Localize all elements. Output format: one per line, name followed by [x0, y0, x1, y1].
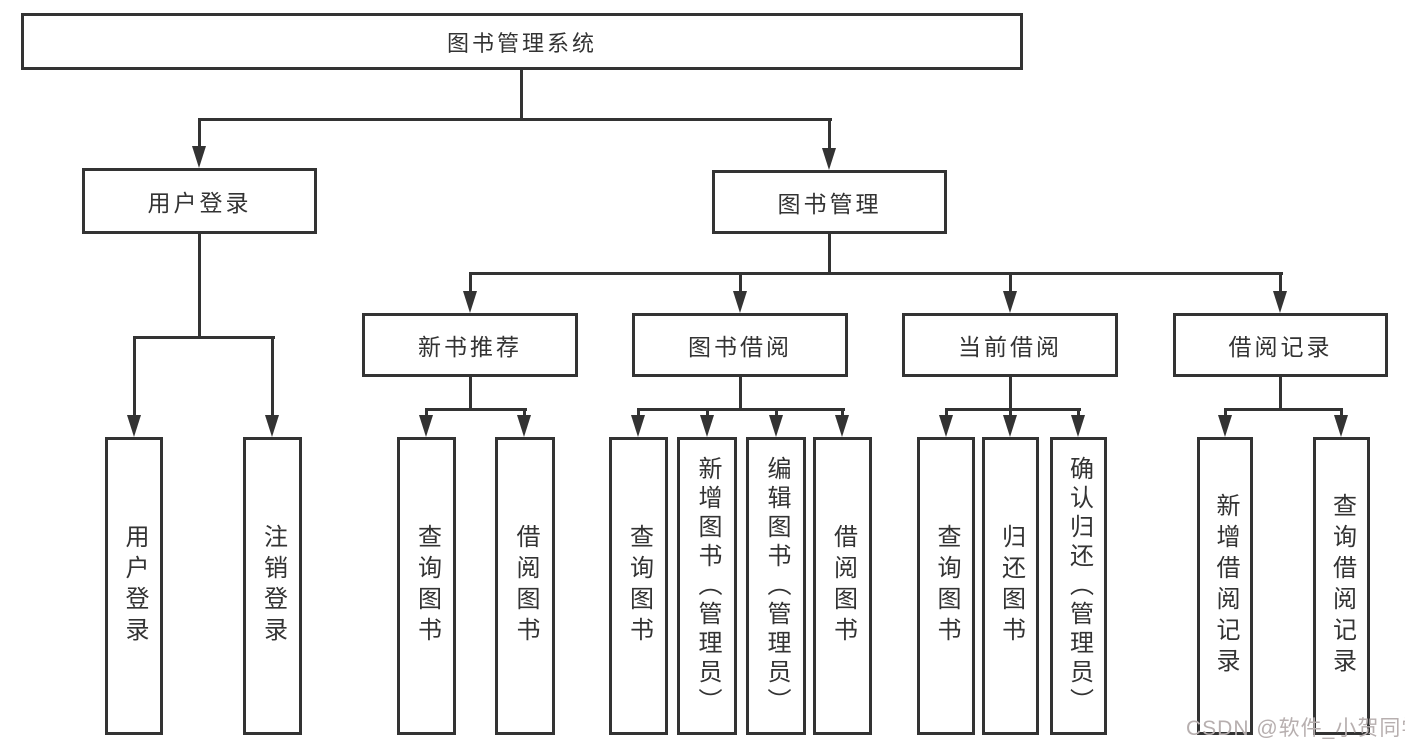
connector-line — [198, 234, 201, 338]
connector-line — [1009, 408, 1012, 418]
node-new-book-recommend: 新书推荐 — [362, 313, 578, 377]
arrow-down-icon — [419, 415, 433, 437]
connector-line — [945, 408, 948, 418]
node-root-library-system: 图书管理系统 — [21, 13, 1023, 70]
connector-line — [706, 408, 709, 418]
leaf-borrow-books-recommend: 借阅图书 — [495, 437, 555, 735]
leaf-user-login: 用户登录 — [105, 437, 163, 735]
leaf-return-books: 归还图书 — [982, 437, 1039, 735]
connector-line — [1279, 272, 1282, 294]
connector-line — [1009, 377, 1012, 410]
connector-line — [1009, 272, 1012, 294]
connector-line — [1224, 408, 1227, 418]
arrow-down-icon — [463, 291, 477, 313]
connector-line — [945, 408, 1081, 411]
connector-line — [841, 408, 844, 418]
connector-line — [828, 118, 831, 152]
connector-line — [271, 336, 274, 418]
arrow-down-icon — [127, 415, 141, 437]
connector-line — [1279, 377, 1282, 410]
node-user-login: 用户登录 — [82, 168, 317, 234]
arrow-down-icon — [1218, 415, 1232, 437]
arrow-down-icon — [769, 415, 783, 437]
arrow-down-icon — [1273, 291, 1287, 313]
leaf-borrow-books-borrowing: 借阅图书 — [813, 437, 872, 735]
connector-line — [469, 272, 1283, 275]
connector-line — [198, 118, 832, 121]
connector-line — [523, 408, 526, 418]
leaf-query-books-recommend: 查询图书 — [397, 437, 456, 735]
connector-line — [469, 272, 472, 294]
connector-line — [469, 377, 472, 410]
leaf-logout: 注销登录 — [243, 437, 302, 735]
leaf-query-books-borrowing: 查询图书 — [609, 437, 668, 735]
node-book-management: 图书管理 — [712, 170, 947, 234]
arrow-down-icon — [192, 146, 206, 168]
connector-line — [1077, 408, 1080, 418]
watermark: CSDN @软件_小贺同学 — [1186, 717, 1405, 740]
connector-line — [425, 408, 527, 411]
connector-line — [637, 408, 845, 411]
leaf-add-books-admin: 新增图书（管理员） — [677, 437, 737, 735]
arrow-down-icon — [733, 291, 747, 313]
connector-line — [775, 408, 778, 418]
arrow-down-icon — [1003, 415, 1017, 437]
connector-line — [425, 408, 428, 418]
arrow-down-icon — [265, 415, 279, 437]
arrow-down-icon — [939, 415, 953, 437]
leaf-add-borrow-record: 新增借阅记录 — [1197, 437, 1253, 735]
connector-line — [739, 377, 742, 410]
node-book-borrowing: 图书借阅 — [632, 313, 848, 377]
node-current-borrowing: 当前借阅 — [902, 313, 1118, 377]
connector-line — [1224, 408, 1343, 411]
connector-line — [739, 272, 742, 294]
arrow-down-icon — [700, 415, 714, 437]
connector-line — [637, 408, 640, 418]
leaf-edit-books-admin: 编辑图书（管理员） — [746, 437, 806, 735]
connector-line — [198, 118, 201, 150]
leaf-query-borrow-record: 查询借阅记录 — [1313, 437, 1370, 735]
leaf-confirm-return-admin: 确认归还（管理员） — [1050, 437, 1107, 735]
arrow-down-icon — [1003, 291, 1017, 313]
arrow-down-icon — [1334, 415, 1348, 437]
connector-line — [1340, 408, 1343, 418]
connector-line — [133, 336, 136, 418]
node-borrowing-records: 借阅记录 — [1173, 313, 1388, 377]
arrow-down-icon — [822, 148, 836, 170]
leaf-query-books-current: 查询图书 — [917, 437, 975, 735]
arrow-down-icon — [631, 415, 645, 437]
connector-line — [520, 69, 523, 121]
connector-line — [828, 234, 831, 275]
arrow-down-icon — [835, 415, 849, 437]
arrow-down-icon — [517, 415, 531, 437]
connector-line — [133, 336, 275, 339]
arrow-down-icon — [1071, 415, 1085, 437]
